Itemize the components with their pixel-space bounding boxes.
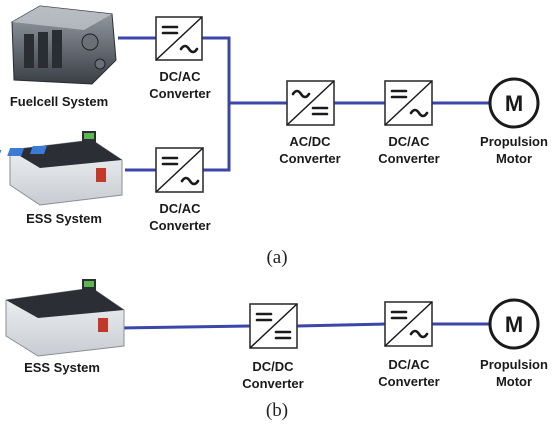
motor-b: M [488,298,540,350]
wires-a [118,36,490,172]
converter-right-line1: DC/AC [388,134,430,149]
converter-bottom-line2: Converter [149,218,210,233]
converter-mid-line2: Converter [279,151,340,166]
fuelcell-label: Fuelcell System [10,94,108,109]
diagram-b: ESS System DC/DC Converter DC/AC Convert… [5,279,548,421]
converter-dcdc-line2: Converter [242,376,303,391]
converter-mid-line1: AC/DC [289,134,331,149]
converter-dcac-top [155,16,203,61]
converter-dcdc [249,303,298,349]
ess-label-b: ESS System [24,360,100,375]
converter-top-line1: DC/AC [159,69,201,84]
motor-symbol [488,77,540,129]
caption-a: (a) [266,247,287,268]
caption-b: (b) [266,400,288,421]
motor-a: M [488,77,540,129]
wire-dcac-bus [202,36,231,172]
motor-letter-b: M [505,312,523,337]
diagram-a: Fuelcell System ESS System DC/AC Convert… [0,5,548,268]
converter-dcdc-line1: DC/DC [252,359,294,374]
motor-label-a-line1: Propulsion [480,134,548,149]
motor-label-b-line1: Propulsion [480,357,548,372]
converter-dcac-b [384,301,433,347]
wire-ess-to-dcdc [119,324,251,330]
converter-dcac-right [384,80,433,126]
wire-dcdc-to-dcac [296,322,386,328]
converter-dcac-bottom [155,147,204,193]
motor-letter-a: M [505,91,523,116]
wires-b [119,322,490,330]
motor-label-a-line2: Motor [496,151,532,166]
ess-battery-image-b [5,279,125,357]
converter-top-line2: Converter [149,86,210,101]
converter-dcac-b-line2: Converter [378,374,439,389]
converter-bottom-line1: DC/AC [159,201,201,216]
converter-acdc [286,80,335,126]
ess-battery-image-a [0,131,123,206]
converter-dcac-b-line1: DC/AC [388,357,430,372]
motor-label-b-line2: Motor [496,374,532,389]
fuelcell-image [11,5,117,85]
converter-right-line2: Converter [378,151,439,166]
motor-symbol [488,298,540,350]
ess-label-a: ESS System [26,211,102,226]
